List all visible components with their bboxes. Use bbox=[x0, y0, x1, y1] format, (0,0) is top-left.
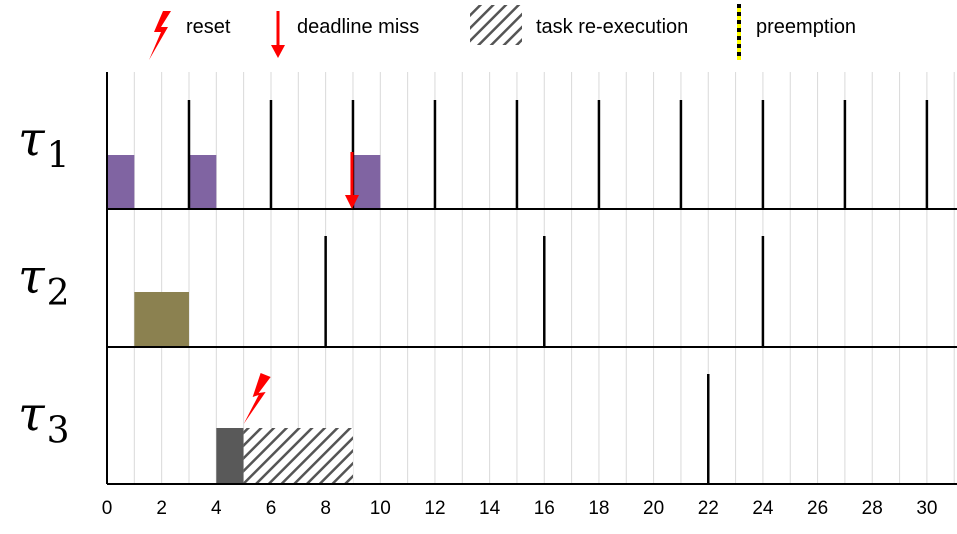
legend: reset deadline miss task re-execution pr… bbox=[149, 4, 856, 60]
row-frame bbox=[106, 72, 957, 485]
x-tick-label: 2 bbox=[156, 498, 167, 519]
down-arrow-icon bbox=[271, 11, 285, 58]
job-bar-tau1 bbox=[352, 155, 381, 209]
x-tick-label: 24 bbox=[752, 498, 774, 519]
x-tick-label: 12 bbox=[424, 498, 445, 519]
legend-reexecution: task re-execution bbox=[470, 5, 688, 45]
x-tick-label: 20 bbox=[643, 498, 664, 519]
job-bar-tau2 bbox=[134, 292, 189, 347]
legend-preemption: preemption bbox=[737, 4, 856, 60]
legend-deadline-miss-label: deadline miss bbox=[297, 16, 419, 38]
job-bar-tau3 bbox=[216, 428, 244, 484]
event-markers bbox=[243, 152, 359, 424]
x-tick-label: 6 bbox=[266, 498, 277, 519]
x-tick-label: 22 bbox=[698, 498, 719, 519]
x-tick-label: 14 bbox=[479, 498, 501, 519]
task-labels: τ1 τ2 τ3 bbox=[18, 112, 69, 452]
lightning-bolt-icon bbox=[149, 11, 171, 60]
legend-reset-label: reset bbox=[186, 16, 231, 38]
x-tick-label: 8 bbox=[320, 498, 331, 519]
hatched-box-icon bbox=[470, 5, 522, 45]
x-tick-label: 18 bbox=[588, 498, 609, 519]
legend-preemption-label: preemption bbox=[756, 16, 856, 38]
x-tick-label: 26 bbox=[807, 498, 828, 519]
x-tick-label: 16 bbox=[534, 498, 555, 519]
x-tick-label: 4 bbox=[211, 498, 222, 519]
deadline-miss-head bbox=[344, 195, 359, 209]
job-bar-tau1 bbox=[188, 155, 217, 209]
x-tick-label: 28 bbox=[862, 498, 883, 519]
x-tick-label: 10 bbox=[370, 498, 391, 519]
job-bars bbox=[107, 155, 381, 484]
preemption-dashed-line-icon bbox=[737, 4, 741, 60]
release-lines bbox=[187, 100, 929, 484]
task-label-tau2: τ2 bbox=[18, 249, 69, 314]
task-label-tau1: τ1 bbox=[18, 112, 69, 177]
x-tick-label: 30 bbox=[916, 498, 937, 519]
legend-reexecution-label: task re-execution bbox=[536, 16, 688, 38]
legend-reset: reset bbox=[149, 11, 231, 60]
deadline-miss-arrow bbox=[344, 152, 359, 209]
task-label-tau3: τ3 bbox=[18, 387, 69, 452]
legend-deadline-miss: deadline miss bbox=[271, 11, 419, 58]
x-tick-label: 0 bbox=[102, 498, 113, 519]
reset-lightning-bolt-icon bbox=[243, 373, 271, 424]
reexecution-bar bbox=[243, 428, 353, 484]
job-bar-tau1 bbox=[107, 155, 135, 209]
